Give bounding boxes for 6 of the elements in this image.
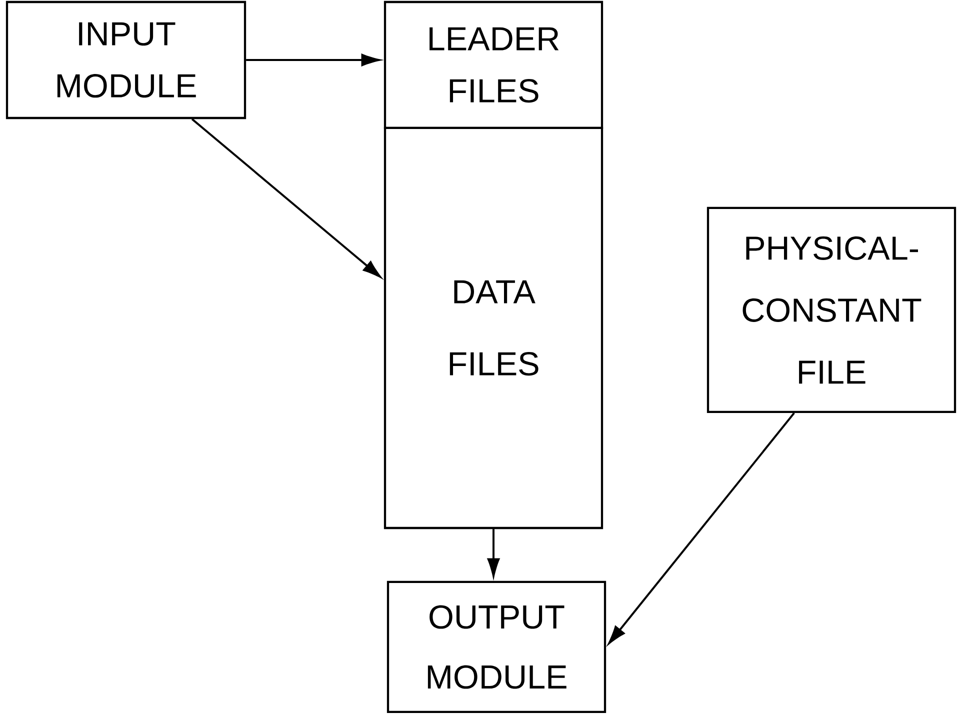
arrow xyxy=(191,118,381,278)
module-box: INPUT MODULE xyxy=(6,0,246,120)
file-box: DATA FILES xyxy=(384,126,604,530)
file-box: LEADER FILES xyxy=(384,0,604,130)
module-box: OUTPUT MODULE xyxy=(386,580,606,714)
file-box: PHYSICAL- CONSTANT FILE xyxy=(706,206,956,414)
